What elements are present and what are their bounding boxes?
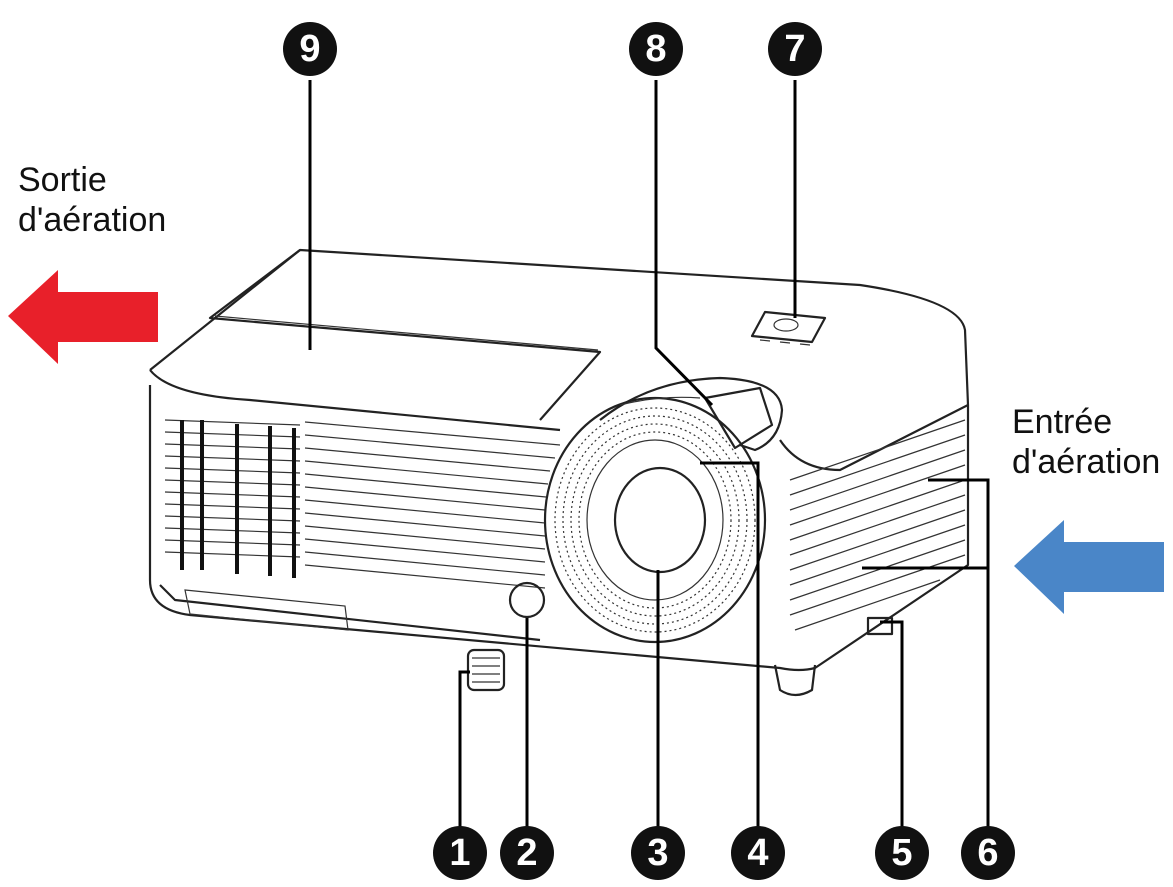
ir-receiver — [508, 581, 546, 619]
front-vent-grille — [164, 419, 561, 589]
lens-assembly — [543, 396, 767, 644]
side-vent-grille — [789, 419, 966, 631]
intake-label-line-2: d'aération — [1012, 443, 1161, 481]
exhaust-label: Sortie d'aération — [18, 160, 166, 240]
callout-5: 5 — [875, 826, 929, 880]
callout-9: 9 — [283, 22, 337, 76]
exhaust-arrow — [8, 270, 158, 364]
callout-6: 6 — [961, 826, 1015, 880]
projector-body — [148, 248, 970, 697]
callout-8: 8 — [629, 22, 683, 76]
callout-2: 2 — [500, 826, 554, 880]
intake-arrow — [1014, 520, 1164, 614]
leader-lines — [308, 80, 990, 832]
callout-7: 7 — [768, 22, 822, 76]
intake-label: Entrée d'aération — [1012, 402, 1160, 482]
callout-4: 4 — [731, 826, 785, 880]
exhaust-label-line-1: Sortie — [18, 161, 107, 199]
intake-label-line-1: Entrée — [1012, 403, 1113, 441]
exhaust-label-line-2: d'aération — [18, 201, 167, 239]
control-panel — [750, 310, 827, 346]
callout-3: 3 — [631, 826, 685, 880]
callout-1: 1 — [433, 826, 487, 880]
